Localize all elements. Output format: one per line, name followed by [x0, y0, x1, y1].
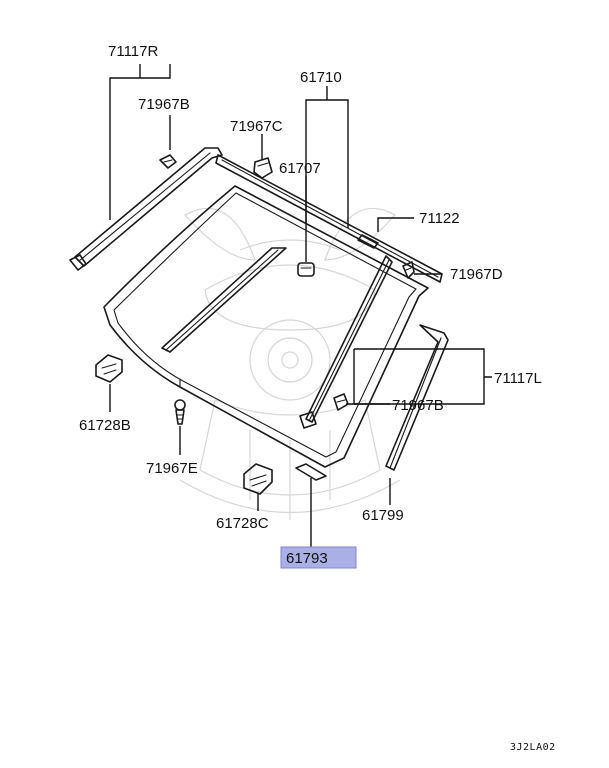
mirror-base-61707 — [297, 262, 315, 277]
label-71117R[interactable]: 71117R — [108, 43, 158, 60]
label-61799[interactable]: 61799 — [362, 507, 404, 524]
label-71117L[interactable]: 71117L — [494, 370, 542, 387]
upper-moulding-61710 — [215, 154, 443, 283]
label-61707[interactable]: 61707 — [279, 160, 321, 177]
label-71122[interactable]: 71122 — [419, 210, 460, 227]
spacer-61728C — [243, 463, 273, 495]
label-71967B-mid[interactable]: 71967B — [392, 397, 444, 414]
glass-stopper-left — [161, 247, 287, 353]
label-61710[interactable]: 61710 — [300, 69, 342, 86]
pillar-moulding-71117R — [69, 147, 223, 271]
seal-strip-71122 — [357, 234, 379, 249]
label-61728C[interactable]: 61728C — [216, 515, 269, 532]
diagram-code: 3J2LA02 — [510, 742, 556, 753]
clip-71967D — [402, 261, 415, 279]
label-71967C[interactable]: 71967C — [230, 118, 283, 135]
label-61728B[interactable]: 61728B — [79, 417, 131, 434]
label-71967D[interactable]: 71967D — [450, 266, 503, 283]
windshield-glass — [103, 185, 429, 468]
label-71967B-top[interactable]: 71967B — [138, 96, 190, 113]
spacer-61728B — [95, 354, 123, 383]
fastener-71967E — [174, 399, 186, 425]
label-71967E[interactable]: 71967E — [146, 460, 198, 477]
clip-71967B-mid — [333, 393, 349, 411]
highlight-61793 — [280, 546, 357, 569]
clip-71967B-top — [159, 154, 177, 169]
dam-61793 — [295, 463, 327, 481]
leader-lines — [109, 64, 492, 547]
clip-71967C — [253, 157, 273, 179]
pillar-moulding-71117L — [299, 255, 393, 429]
label-61793[interactable]: 61793 — [286, 550, 328, 567]
watermark-emblem — [179, 207, 401, 520]
side-moulding-61799 — [385, 324, 449, 471]
